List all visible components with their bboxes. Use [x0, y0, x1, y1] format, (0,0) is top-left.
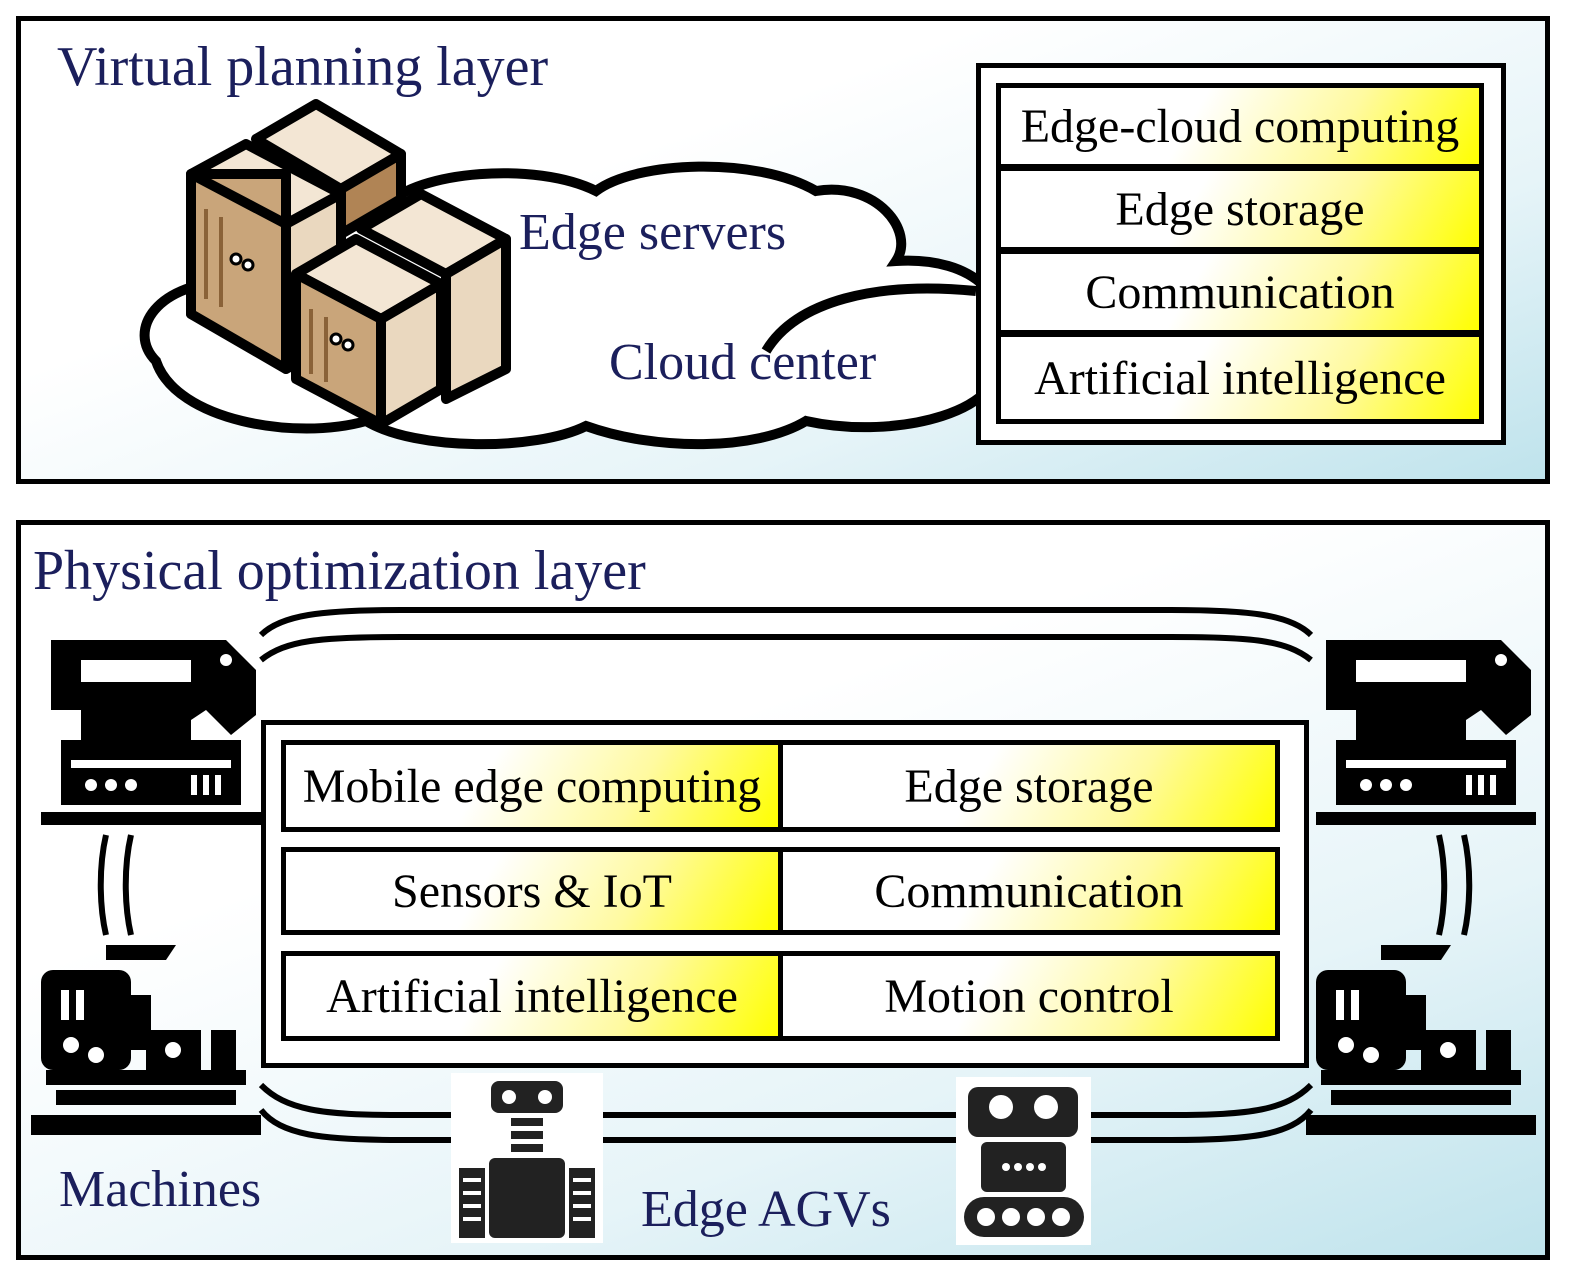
lathe-machine-icon: [31, 945, 261, 1135]
lathe-machine-icon: [1306, 945, 1536, 1135]
physical-optimization-layer: Physical optimization layer: [16, 520, 1550, 1260]
feature-cell: Sensors & IoT: [281, 847, 783, 935]
machines-label: Machines: [59, 1161, 262, 1218]
feature-cell: Edge storage: [778, 740, 1280, 832]
feature-cell: Communication: [996, 249, 1484, 335]
agv-robot-icon: [956, 1077, 1091, 1245]
cloud-center-label: Cloud center: [609, 334, 877, 391]
feature-cell: Motion control: [778, 951, 1280, 1041]
edge-agvs-label: Edge AGVs: [641, 1181, 891, 1238]
physical-feature-panel: Mobile edge computing Edge storage Senso…: [261, 720, 1309, 1068]
feature-cell: Edge storage: [996, 166, 1484, 252]
feature-cell: Artificial intelligence: [996, 332, 1484, 424]
track-loop: [97, 607, 1473, 1143]
physical-layer-title: Physical optimization layer: [33, 540, 646, 602]
feature-cell: Edge-cloud computing: [996, 83, 1484, 169]
feature-cell: Mobile edge computing: [281, 740, 783, 832]
feature-cell: Artificial intelligence: [281, 951, 783, 1041]
virtual-planning-layer: Virtual planning layer: [16, 16, 1550, 484]
feature-cell: Communication: [778, 847, 1280, 935]
edge-servers-label: Edge servers: [519, 204, 787, 261]
virtual-layer-title: Virtual planning layer: [57, 36, 549, 98]
agv-robot-icon: [451, 1073, 603, 1243]
server-rack-icon: [186, 99, 511, 429]
machine-press-icon: [41, 640, 261, 825]
machine-press-icon: [1316, 640, 1536, 825]
virtual-feature-panel: Edge-cloud computing Edge storage Commun…: [976, 63, 1506, 445]
